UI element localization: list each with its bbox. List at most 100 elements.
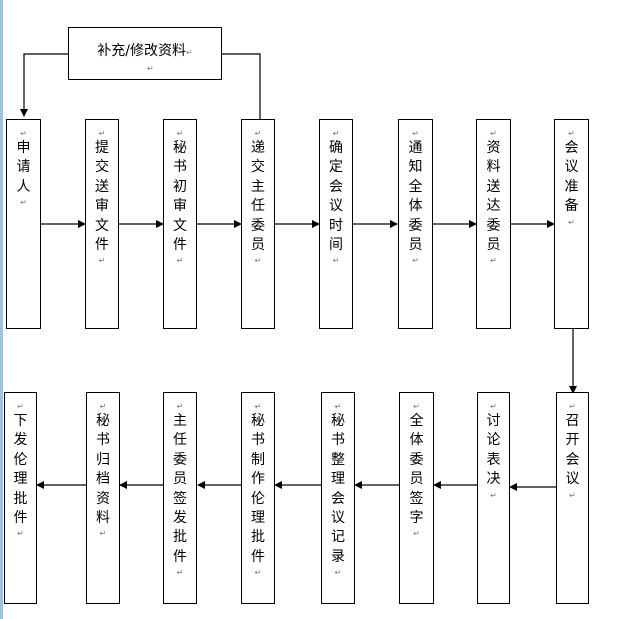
- step-box-issue-approval: ↵下发伦理批件↵: [4, 392, 37, 604]
- step-label-applicant: ↵申请人↵: [7, 120, 40, 208]
- step-char: 审: [95, 198, 109, 215]
- step-char: 知: [408, 159, 423, 176]
- step-char: 申: [16, 140, 31, 156]
- step-char: 间: [329, 237, 343, 254]
- step-char: 确: [329, 140, 343, 156]
- step-char: 主: [251, 178, 265, 195]
- step-char: 件: [173, 237, 187, 254]
- step-char: 审: [173, 198, 187, 215]
- step-char: 批: [13, 490, 28, 507]
- step-char: 会: [331, 490, 345, 507]
- paragraph-mark: ↵: [490, 129, 497, 138]
- step-char: 委: [409, 451, 424, 468]
- revise-materials-box: 补充/修改资料↵ ↵: [68, 27, 222, 80]
- step-char: 议: [565, 471, 580, 488]
- paragraph-mark: ↵: [490, 256, 497, 266]
- paragraph-mark: ↵: [254, 402, 262, 411]
- step-char: 通: [408, 140, 423, 156]
- step-char: 达: [486, 198, 501, 215]
- step-char: 批: [251, 529, 265, 546]
- paragraph-mark: ↵: [99, 402, 107, 411]
- step-char: 时: [329, 217, 343, 234]
- step-box-to-chair: ↵递交主任委员↵: [241, 119, 275, 329]
- paragraph-mark: ↵: [147, 64, 154, 73]
- step-char: 录: [331, 548, 345, 565]
- step-char: 书: [96, 432, 110, 449]
- step-char: 送: [486, 178, 501, 195]
- paragraph-mark: ↵: [254, 568, 262, 578]
- step-box-prepare-meeting: ↵会议准备↵: [554, 119, 589, 329]
- step-char: 议: [331, 510, 345, 527]
- step-char: 员: [409, 471, 424, 488]
- step-char: 递: [251, 140, 265, 156]
- step-label-discuss-vote: ↵讨论表决↵: [478, 393, 509, 501]
- step-char: 准: [564, 178, 579, 195]
- step-char: 下: [13, 413, 28, 429]
- paragraph-mark: ↵: [176, 256, 184, 266]
- step-char: 论: [486, 432, 501, 449]
- step-char: 料: [486, 159, 501, 176]
- step-char: 讨: [486, 413, 501, 429]
- step-char: 秘: [331, 413, 345, 429]
- step-label-minutes: ↵秘书整理会议记录↵: [322, 393, 354, 578]
- paragraph-mark: ↵: [332, 256, 340, 266]
- step-char: 员: [486, 237, 501, 254]
- step-char: 件: [173, 548, 187, 565]
- paragraph-mark: ↵: [17, 402, 24, 411]
- step-char: 任: [173, 432, 187, 449]
- step-char: 交: [251, 159, 265, 176]
- step-label-archive: ↵秘书归档资料↵: [87, 393, 119, 539]
- step-label-hold-meeting: ↵召开会议↵: [557, 393, 588, 501]
- step-char: 文: [173, 217, 187, 234]
- step-char: 提: [95, 140, 109, 156]
- step-box-secretary-review: ↵秘书初审文件↵: [163, 119, 197, 329]
- paragraph-mark: ↵: [176, 568, 184, 578]
- step-char: 理: [13, 471, 28, 488]
- step-char: 开: [565, 432, 580, 449]
- step-char: 议: [329, 198, 343, 215]
- step-box-discuss-vote: ↵讨论表决↵: [477, 392, 510, 604]
- paragraph-mark: ↵: [332, 129, 340, 138]
- paragraph-mark: ↵: [98, 256, 106, 266]
- step-char: 签: [409, 490, 424, 507]
- paragraph-mark: ↵: [568, 217, 575, 227]
- paragraph-mark: ↵: [176, 129, 184, 138]
- step-char: 整: [331, 451, 345, 468]
- step-label-secretary-review: ↵秘书初审文件↵: [164, 120, 196, 266]
- step-char: 记: [331, 529, 345, 546]
- step-box-archive: ↵秘书归档资料↵: [86, 392, 120, 604]
- step-char: 秘: [96, 413, 110, 429]
- step-char: 体: [408, 198, 423, 215]
- step-char: 会: [329, 178, 343, 195]
- step-box-chair-sign: ↵主任委员签发批件↵: [163, 392, 197, 604]
- paragraph-mark: ↵: [569, 402, 576, 411]
- step-char: 备: [564, 198, 579, 215]
- feedback-line-down: [20, 53, 68, 117]
- step-char: 书: [251, 432, 265, 449]
- paragraph-mark: ↵: [254, 256, 262, 266]
- step-char: 件: [13, 510, 28, 527]
- paragraph-mark: ↵: [98, 129, 106, 138]
- step-char: 任: [251, 198, 265, 215]
- step-char: 体: [409, 432, 424, 449]
- step-box-make-approval: ↵秘书制作伦理批件↵: [241, 392, 275, 604]
- step-char: 件: [251, 548, 265, 565]
- step-char: 伦: [13, 451, 28, 468]
- step-char: 件: [95, 237, 109, 254]
- step-char: 定: [329, 159, 343, 176]
- step-char: 发: [173, 510, 187, 527]
- step-label-set-time: ↵ 确定会议时间 ↵: [320, 120, 352, 266]
- paragraph-mark: ↵: [569, 490, 576, 500]
- revise-materials-label: 补充/修改资料↵: [97, 43, 193, 59]
- step-label-make-approval: ↵秘书制作伦理批件↵: [242, 393, 274, 578]
- paragraph-mark: ↵: [20, 198, 27, 208]
- step-char: 委: [408, 217, 423, 234]
- paragraph-mark: ↵: [20, 129, 27, 138]
- step-box-set-time: ↵ 确定会议时间 ↵: [319, 119, 353, 329]
- paragraph-mark: ↵: [254, 129, 262, 138]
- step-box-applicant: ↵申请人↵: [6, 119, 41, 329]
- paragraph-mark: ↵: [490, 402, 497, 411]
- step-char: 制: [251, 451, 265, 468]
- step-char: 书: [173, 159, 187, 176]
- step-char: 表: [486, 451, 501, 468]
